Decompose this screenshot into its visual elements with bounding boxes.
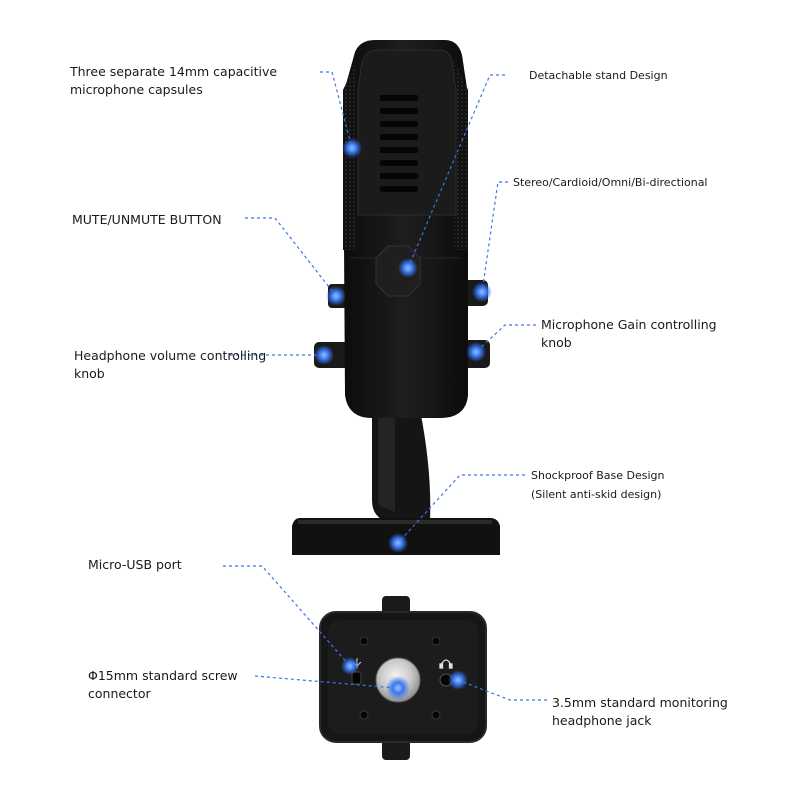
marker-screw [386, 676, 410, 700]
marker-patterns [472, 282, 492, 302]
label-capsules: Three separate 14mm capacitive microphon… [70, 64, 278, 97]
label-base: Shockproof Base Design [531, 469, 665, 482]
marker-headphone-volume [314, 345, 334, 365]
microphone [292, 40, 500, 555]
label-mute: MUTE/UNMUTE BUTTON [72, 212, 222, 227]
label-headphone-volume: Headphone volume controlling knob [74, 348, 267, 381]
marker-capsules [342, 138, 362, 158]
marker-jack [448, 670, 468, 690]
grille-slots [380, 95, 418, 192]
label-patterns: Stereo/Cardioid/Omni/Bi-directional [513, 176, 708, 189]
bottom-view [319, 596, 487, 760]
label-screw: Φ15mm standard screw connector [88, 668, 238, 701]
headphone-icon [439, 659, 453, 669]
markers [314, 138, 492, 700]
marker-mute [326, 286, 346, 306]
label-usb: Micro-USB port [88, 557, 182, 572]
bottom-knob-bottom [382, 738, 410, 760]
leader-lines [223, 71, 547, 701]
label-stand: Detachable stand Design [529, 69, 668, 82]
label-base-sub: (Silent anti-skid design) [531, 488, 662, 501]
marker-stand [398, 258, 418, 278]
label-gain: Microphone Gain controlling knob [541, 317, 717, 350]
marker-gain [466, 342, 486, 362]
label-jack: 3.5mm standard monitoring headphone jack [552, 695, 728, 728]
marker-base [388, 533, 408, 553]
marker-usb [341, 657, 359, 675]
